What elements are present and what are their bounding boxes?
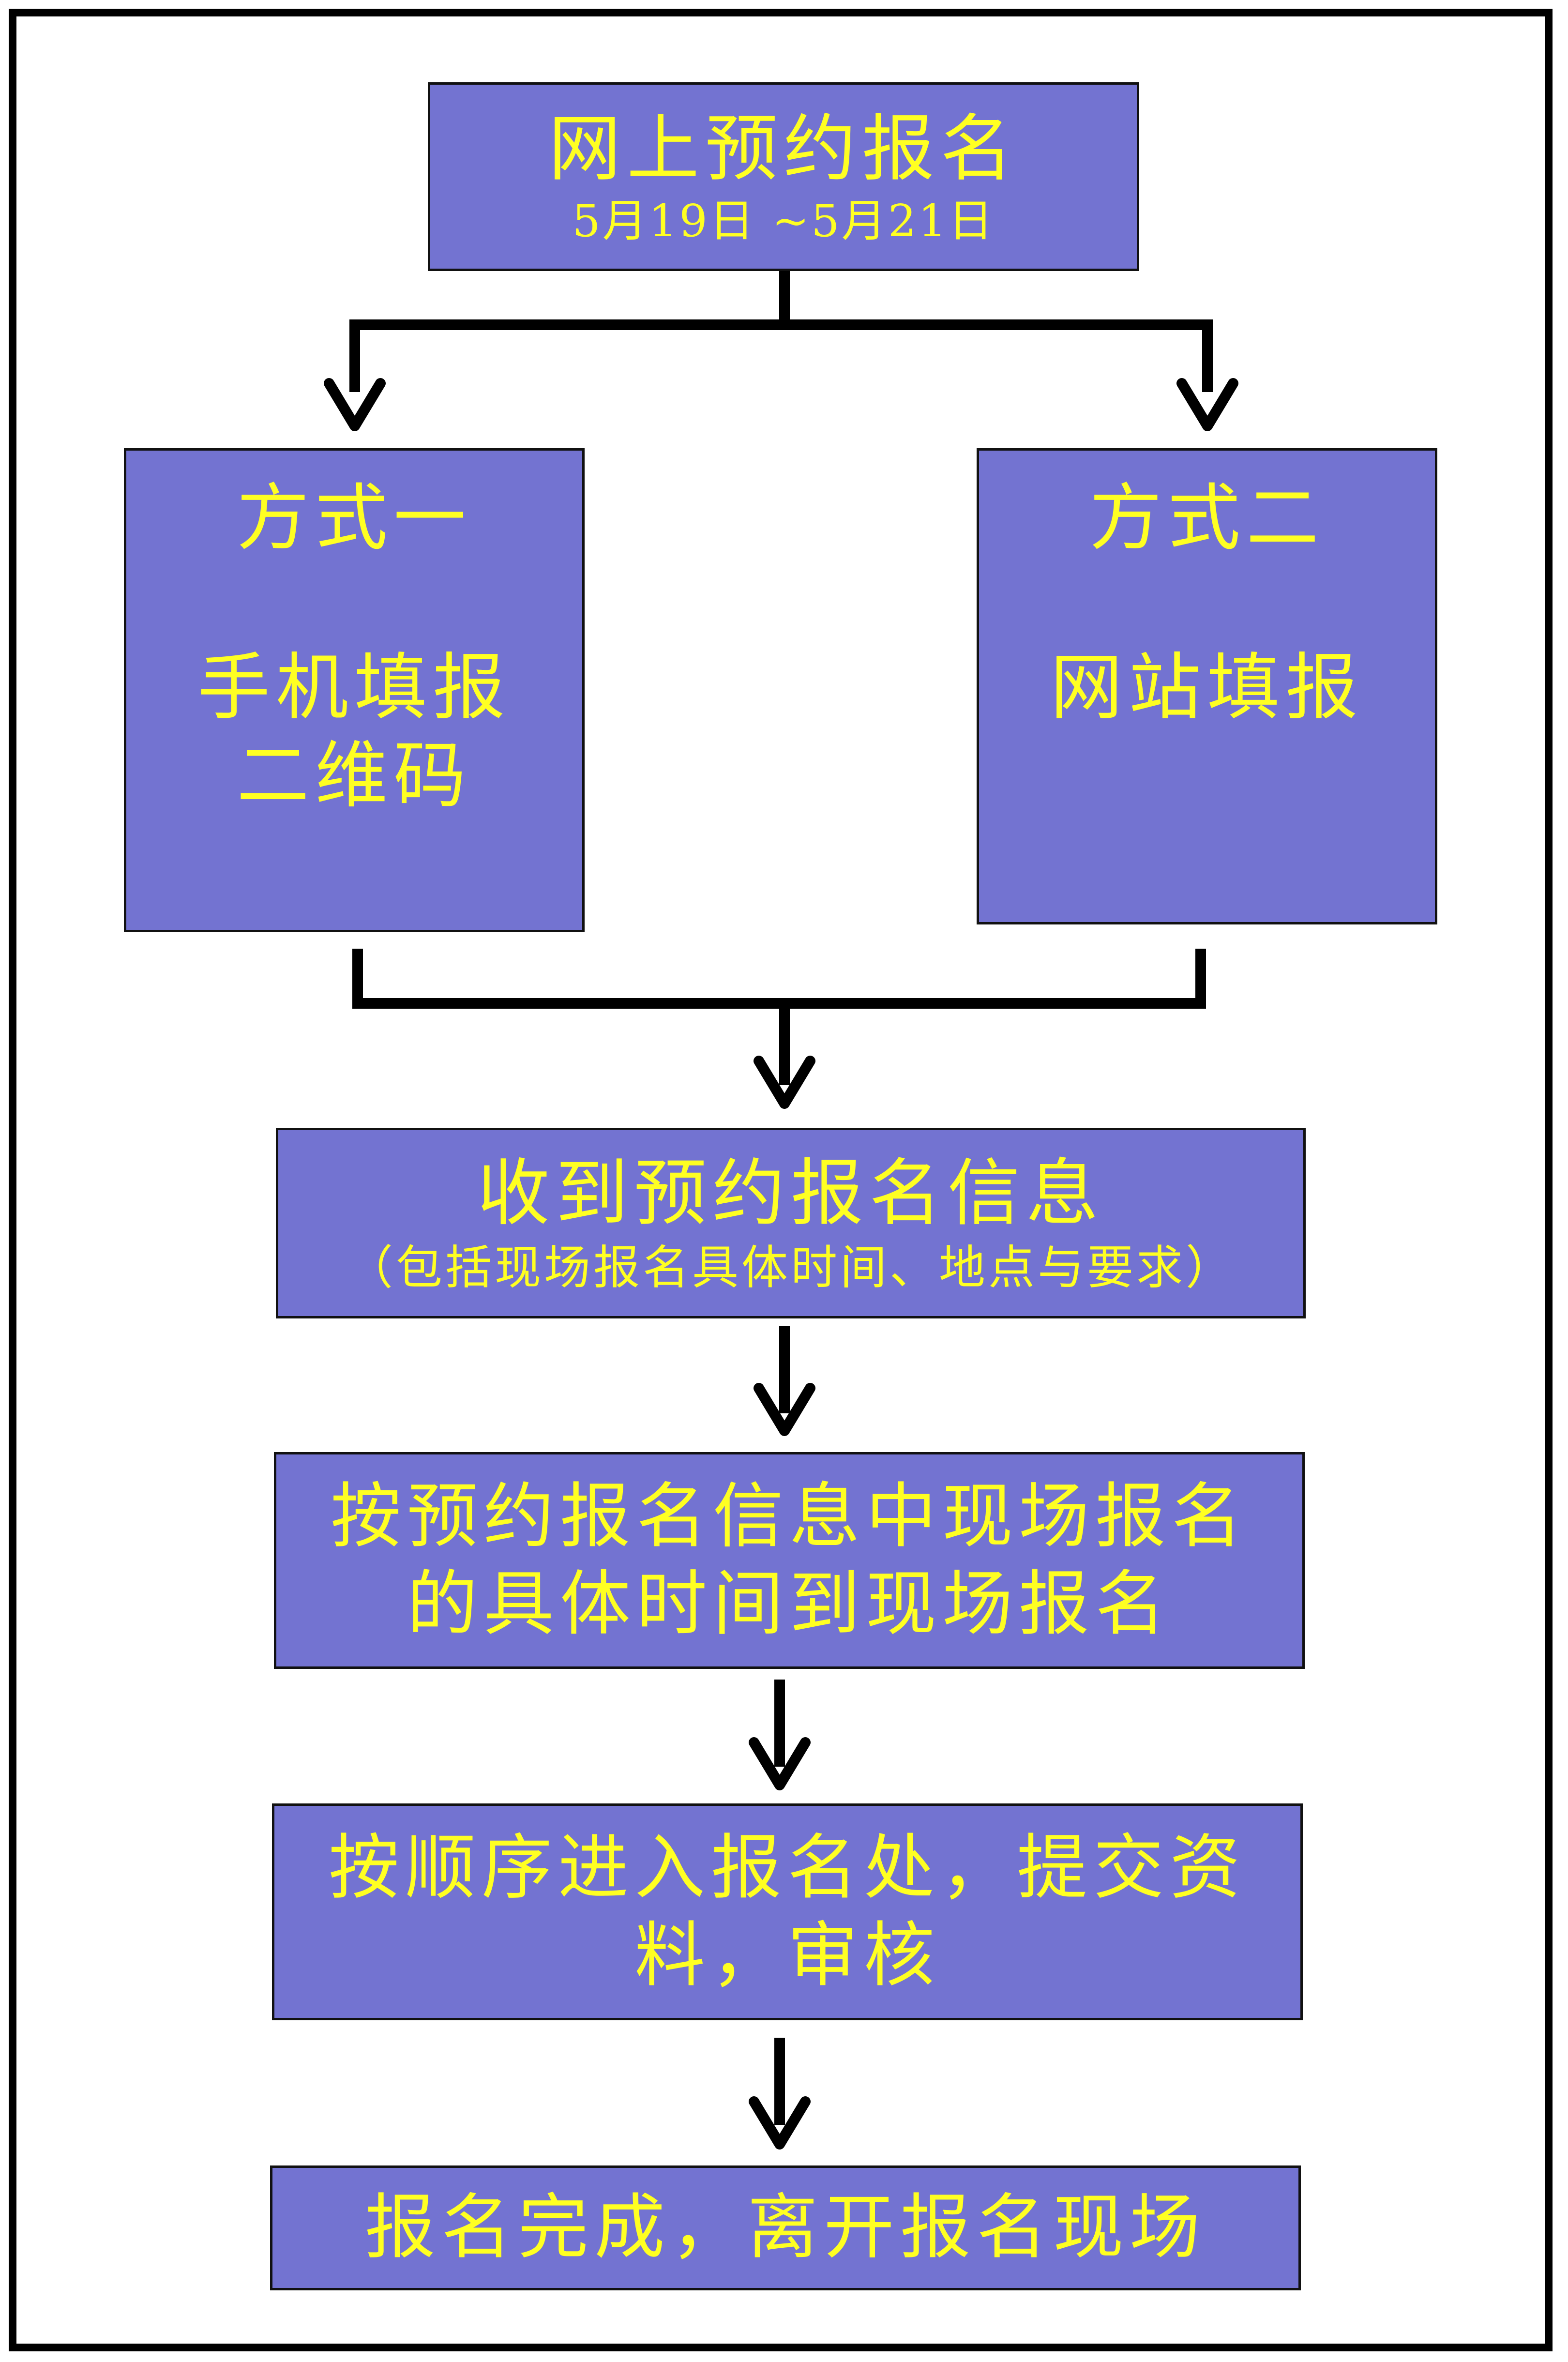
- method-line: 二维码: [236, 734, 472, 818]
- connector-left-rise: [352, 949, 363, 1007]
- arrow-down-icon: [754, 1383, 815, 1436]
- arrow-down-icon: [754, 1056, 815, 1109]
- arrow-down-icon: [1176, 378, 1238, 431]
- step-line: 按顺序进入报名处，提交资: [329, 1826, 1246, 1909]
- connector-right-rise: [1195, 949, 1206, 1007]
- step-method-one: 方式一 手机填报 二维码: [124, 448, 585, 932]
- connector-top-stem: [779, 271, 790, 325]
- step-line: 料，审核: [634, 1914, 940, 1997]
- arrow-down-icon: [749, 2096, 811, 2150]
- method-heading: 方式二: [1089, 476, 1325, 560]
- step-submit-review: 按顺序进入报名处，提交资 料，审核: [272, 1803, 1303, 2020]
- step-note: （包括现场报名具体时间、地点与要求）: [347, 1241, 1235, 1295]
- connector-top-split: [349, 319, 1213, 330]
- step-receive-info: 收到预约报名信息 （包括现场报名具体时间、地点与要求）: [276, 1128, 1306, 1318]
- connector-right-drop: [1202, 319, 1213, 392]
- step-finish: 报名完成，离开报名现场: [270, 2165, 1301, 2290]
- method-line: 网站填报: [1050, 646, 1364, 730]
- step-title: 网上预约报名: [548, 106, 1019, 191]
- step-title: 收到预约报名信息: [477, 1151, 1104, 1236]
- method-heading: 方式一: [236, 476, 472, 560]
- step-online-booking: 网上预约报名 5月19日 ~5月21日: [428, 82, 1139, 271]
- step-method-two: 方式二 网站填报: [977, 448, 1437, 924]
- step-onsite-registration: 按预约报名信息中现场报名 的具体时间到现场报名: [274, 1452, 1305, 1669]
- connector-merge-stem: [779, 998, 790, 1085]
- step-dates: 5月19日 ~5月21日: [572, 195, 995, 247]
- method-line: 手机填报: [197, 646, 511, 730]
- connector-step5-stem: [774, 2038, 785, 2125]
- step-title: 报名完成，离开报名现场: [365, 2186, 1206, 2269]
- connector-left-drop: [349, 319, 360, 392]
- step-line: 按预约报名信息中现场报名: [331, 1475, 1248, 1558]
- connector-step3-stem: [779, 1326, 790, 1413]
- arrow-down-icon: [324, 378, 386, 431]
- arrow-down-icon: [749, 1737, 811, 1790]
- connector-step4-stem: [774, 1680, 785, 1767]
- step-line: 的具体时间到现场报名: [407, 1563, 1172, 1645]
